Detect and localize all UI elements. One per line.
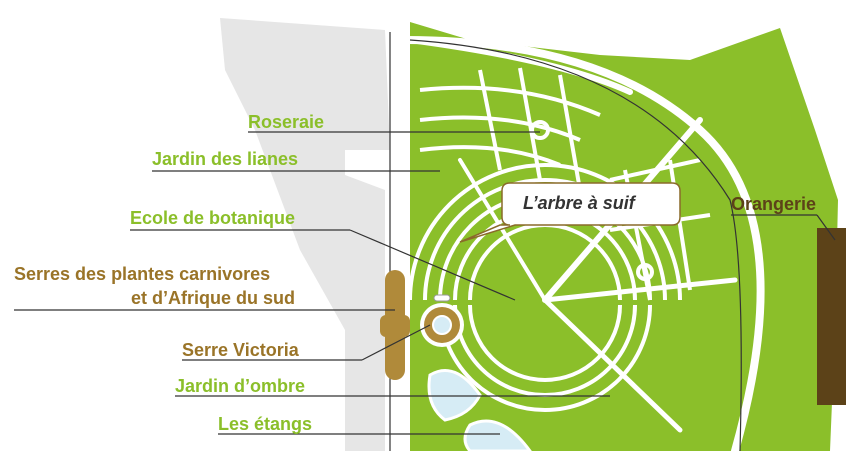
label-serres-line1: Serres des plantes carnivores bbox=[14, 264, 271, 284]
label-ecole-de-botanique: Ecole de botanique bbox=[130, 208, 296, 228]
ponds bbox=[427, 369, 532, 451]
label-jardin-des-lianes: Jardin des lianes bbox=[152, 149, 299, 169]
callout-bubble bbox=[459, 182, 681, 243]
garden-green-area bbox=[410, 22, 838, 451]
label-serres-line2: et d’Afrique du sud bbox=[131, 288, 295, 308]
label-jardin-d-ombre: Jardin d’ombre bbox=[175, 376, 306, 396]
east-rond bbox=[636, 263, 654, 281]
serre-victoria bbox=[420, 294, 464, 347]
greenhouse-carnivores bbox=[380, 270, 410, 380]
orangerie-building bbox=[817, 228, 846, 405]
boundary bbox=[389, 32, 742, 451]
roseraie-rond bbox=[530, 120, 550, 140]
label-orangerie: Orangerie bbox=[731, 194, 817, 214]
leader-lines bbox=[14, 131, 836, 435]
built-area-gray bbox=[220, 18, 390, 451]
roseraie-plots bbox=[419, 67, 601, 191]
label-roseraie: Roseraie bbox=[248, 112, 325, 132]
label-serre-victoria: Serre Victoria bbox=[182, 340, 299, 360]
label-les-etangs: Les étangs bbox=[218, 414, 313, 434]
callout-text: L’arbre à suif bbox=[523, 193, 635, 213]
